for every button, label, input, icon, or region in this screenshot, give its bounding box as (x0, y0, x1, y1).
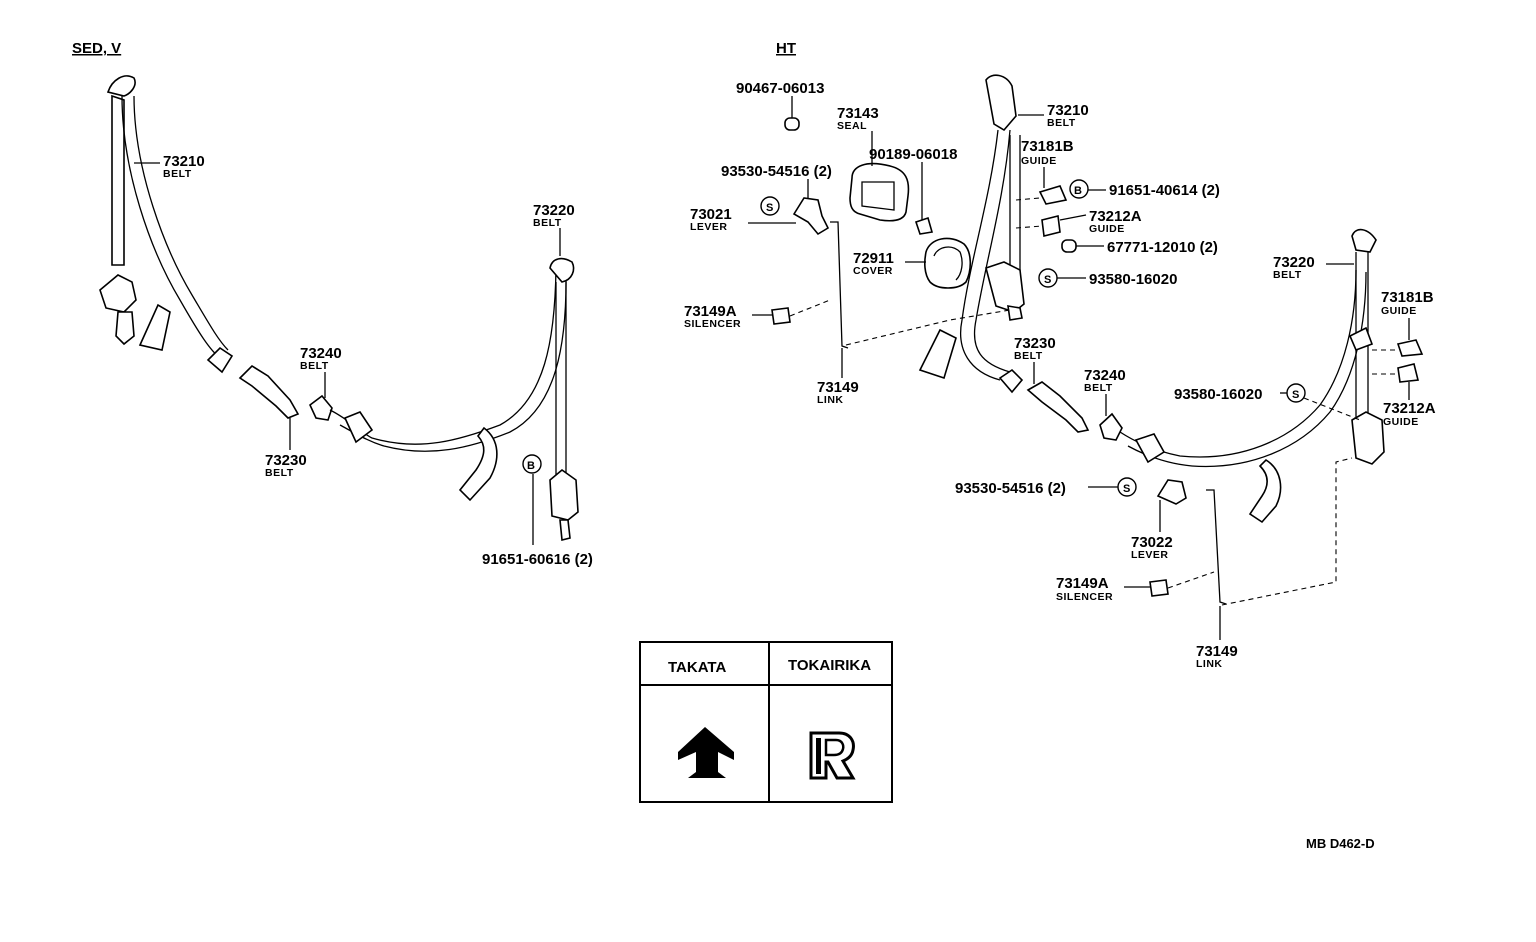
seal-73143 (849, 162, 910, 222)
upper-anchor-73210 (985, 74, 1017, 132)
label-73240-right-name: BELT (1084, 382, 1113, 394)
badge-s-93580-upper: S (1044, 274, 1051, 286)
bolt-badge-b-left-letter: B (527, 460, 535, 472)
label-90189-06018: 90189-06018 (869, 146, 957, 163)
guide-73212A-lower (1397, 363, 1419, 383)
label-73143: 73143 (837, 105, 879, 122)
legend-col-tokairika: TOKAIRIKA (788, 657, 871, 674)
label-73143-name: SEAL (837, 120, 867, 132)
label-73212A-lower-name: GUIDE (1383, 416, 1419, 428)
label-73149A-lower-name: SILENCER (1056, 591, 1113, 603)
label-73149-upper: 73149 (817, 379, 859, 396)
label-73021-name: LEVER (690, 221, 728, 233)
shoulder-anchor-ht (1351, 228, 1377, 253)
retractor-strap (111, 94, 125, 266)
badge-s-93530-upper: S (766, 202, 773, 214)
tongue-73230-ht (1026, 381, 1090, 433)
section-header-ht: HT (776, 40, 796, 57)
label-73149A-lower: 73149A (1056, 575, 1109, 592)
label-73212A-upper-name: GUIDE (1089, 223, 1125, 235)
label-73210-left-name: BELT (163, 168, 192, 180)
label-72911: 72911 (853, 250, 894, 267)
label-73149A-upper: 73149A (684, 303, 737, 320)
label-73021: 73021 (690, 206, 732, 223)
label-73181B-lower: 73181B (1381, 289, 1434, 306)
label-73149-lower: 73149 (1196, 643, 1238, 660)
label-91651-60616: 91651-60616 (2) (482, 551, 593, 568)
label-73220-right-name: BELT (1273, 269, 1302, 281)
bolt-badge-b-left (522, 454, 542, 474)
label-93580-16020-upper: 93580-16020 (1089, 271, 1177, 288)
label-73149-lower-name: LINK (1196, 658, 1223, 670)
label-73240-left: 73240 (300, 345, 342, 362)
retractor-ht (985, 261, 1025, 313)
outer-lap-anchor (458, 426, 498, 502)
badge-s-93530-lower: S (1123, 483, 1130, 495)
label-73212A-lower: 73212A (1383, 400, 1436, 417)
shoulder-anchor-73220 (549, 257, 575, 283)
label-73220-right: 73220 (1273, 254, 1315, 271)
label-73230-left: 73230 (265, 452, 307, 469)
outer-retractor-ht (1351, 411, 1385, 465)
guide-73212A-upper (1041, 215, 1061, 237)
guide-73181B-lower (1396, 339, 1424, 357)
label-73022: 73022 (1131, 534, 1173, 551)
label-73210-right-name: BELT (1047, 117, 1076, 129)
lever-73021 (792, 197, 830, 236)
label-73149-upper-name: LINK (817, 394, 844, 406)
section-header-sed-v: SED, V (72, 40, 121, 57)
badge-b-right: B (1074, 185, 1082, 197)
label-73181B-lower-name: GUIDE (1381, 305, 1417, 317)
label-91651-40614: 91651-40614 (2) (1109, 182, 1220, 199)
upper-anchor (106, 75, 136, 97)
label-73212A-upper: 73212A (1089, 208, 1142, 225)
label-93580-16020-lower: 93580-16020 (1174, 386, 1262, 403)
tokairika-logo-icon (809, 731, 856, 780)
badge-s-93580-lower: S (1292, 389, 1299, 401)
label-73181B-upper: 73181B (1021, 138, 1074, 155)
manufacturer-legend: TAKATA TOKAIRIKA (639, 641, 893, 803)
label-73210-right: 73210 (1047, 102, 1089, 119)
label-73181B-upper-name: GUIDE (1021, 155, 1057, 167)
drawing-code: MB D462-D (1306, 836, 1375, 851)
label-73240-left-name: BELT (300, 360, 329, 372)
label-73230-left-name: BELT (265, 467, 294, 479)
buckle-stalk (138, 303, 171, 351)
left-belt-assembly-drawing: B (99, 75, 579, 542)
label-73230-right-name: BELT (1014, 350, 1043, 362)
label-93530-54516-lower: 93530-54516 (2) (955, 480, 1066, 497)
label-73022-name: LEVER (1131, 549, 1169, 561)
takata-logo-icon (678, 727, 734, 778)
right-belt-assembly-drawing: B S S S S (760, 74, 1424, 605)
label-73210-left: 73210 (163, 153, 205, 170)
label-73220-left: 73220 (533, 202, 575, 219)
lever-73022 (1156, 479, 1187, 505)
silencer-73149A-lower (1149, 579, 1169, 597)
guide-73181B-upper (1038, 185, 1068, 205)
silencer-73149A-upper (771, 307, 791, 325)
link-73149-upper (830, 221, 849, 349)
label-73220-left-name: BELT (533, 217, 562, 229)
label-73230-right: 73230 (1014, 335, 1056, 352)
label-72911-name: COVER (853, 265, 893, 277)
cover-72911 (924, 237, 972, 289)
label-73240-right: 73240 (1084, 367, 1126, 384)
buckle-ht (918, 328, 957, 380)
retractor-body (99, 274, 137, 313)
label-73149A-upper-name: SILENCER (684, 318, 741, 330)
tongue-73230 (238, 364, 300, 419)
label-90467-06013: 90467-06013 (736, 80, 824, 97)
link-73149-lower (1206, 489, 1227, 605)
outer-retractor (549, 468, 579, 521)
label-67771-12010: 67771-12010 (2) (1107, 239, 1218, 256)
label-93530-54516-upper: 93530-54516 (2) (721, 163, 832, 180)
legend-col-takata: TAKATA (668, 659, 726, 676)
